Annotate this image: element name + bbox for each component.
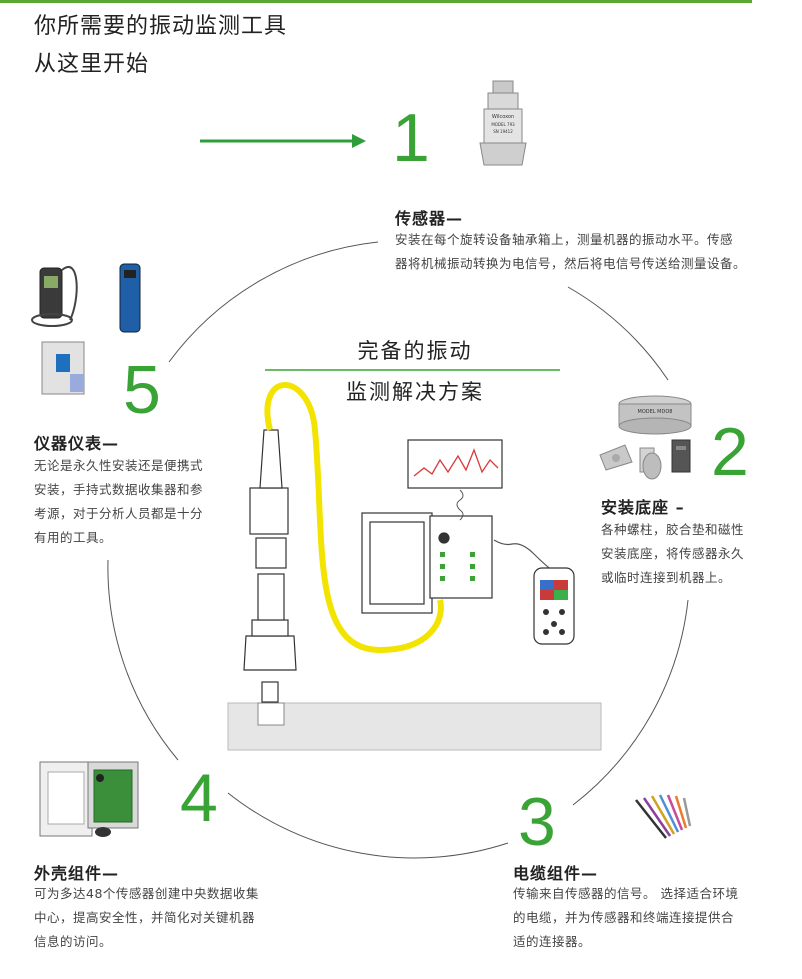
step-1-title: 传感器— bbox=[395, 209, 464, 228]
step-3-desc-line: 的电缆，并为传感器和终端连接提供合 bbox=[513, 910, 735, 925]
step-1-desc-line: 安装在每个旋转设备轴承箱上，测量机器的振动水平。传感 bbox=[395, 232, 734, 247]
step-5-desc-line: 无论是永久性安装还是便携式 bbox=[34, 458, 204, 473]
sensor-serial-text: SN 19412 bbox=[493, 129, 513, 134]
step-3-title: 电缆组件— bbox=[513, 864, 599, 883]
sensor-model-text: MODEL 793 bbox=[491, 122, 515, 127]
center-title-line-1: 完备的振动 bbox=[357, 339, 473, 363]
circle-arc-top-right bbox=[567, 286, 669, 381]
machine-surface bbox=[227, 702, 602, 751]
sensor-product-image: Wilcoxon MODEL 793 SN 19412 bbox=[479, 80, 527, 166]
step-4-title: 外壳组件— bbox=[34, 864, 120, 883]
step-2-desc-line: 或临时连接到机器上。 bbox=[601, 570, 732, 585]
center-enclosure-drawing bbox=[361, 512, 493, 614]
headline-line-1: 你所需要的振动监测工具 bbox=[34, 14, 288, 39]
mounting-base-image: MODEL MDO8 bbox=[599, 395, 692, 480]
step-5-desc-line: 安装，手持式数据收集器和参 bbox=[34, 482, 204, 497]
step-3-description: 传输来自传感器的信号。 选择适合环境 的电缆，并为传感器和终端连接提供合 适的连… bbox=[513, 882, 783, 954]
circle-arc-right bbox=[572, 599, 689, 806]
step-4-desc-line: 可为多达48个传感器创建中央数据收集 bbox=[34, 886, 259, 901]
headline-line-2: 从这里开始 bbox=[34, 52, 150, 77]
arrow-head bbox=[352, 134, 366, 148]
step-2-description: 各种螺柱，胶合垫和磁性 安装底座，将传感器永久 或临时连接到机器上。 bbox=[601, 518, 781, 590]
step-2-desc-line: 各种螺柱，胶合垫和磁性 bbox=[601, 522, 745, 537]
step-1-number: 1 bbox=[392, 100, 430, 176]
exploded-sensor-drawing bbox=[243, 429, 297, 703]
step-1-desc-line: 器将机械振动转换为电信号，然后将电信号传送给测量设备。 bbox=[395, 256, 747, 271]
step-1-description: 安装在每个旋转设备轴承箱上，测量机器的振动水平。传感 器将机械振动转换为电信号，… bbox=[395, 228, 775, 276]
top-accent-line bbox=[0, 0, 752, 3]
waveform-monitor-drawing bbox=[407, 439, 503, 521]
instruments-image bbox=[31, 263, 141, 395]
sensor-brand-text: Wilcoxon bbox=[492, 114, 514, 120]
step-5-desc-line: 有用的工具。 bbox=[34, 530, 113, 545]
step-5-number: 5 bbox=[123, 352, 161, 428]
step-2-title: 安装底座 – bbox=[601, 498, 685, 517]
step-3-desc-line: 适的连接器。 bbox=[513, 934, 592, 949]
center-title-line-2: 监测解决方案 bbox=[346, 380, 484, 404]
step-3-desc-line: 传输来自传感器的信号。 选择适合环境 bbox=[513, 886, 739, 901]
step-4-desc-line: 中心，提高安全性，并简化对关键机器 bbox=[34, 910, 256, 925]
step-5-title: 仪器仪表— bbox=[34, 434, 120, 453]
step-5-description: 无论是永久性安装还是便携式 安装，手持式数据收集器和参 考源，对于分析人员都是十… bbox=[34, 454, 234, 550]
circle-arc-left bbox=[107, 559, 179, 761]
circle-arc-bottom bbox=[227, 792, 509, 859]
cable-assemblies-image bbox=[635, 794, 692, 839]
handheld-device-drawing bbox=[493, 539, 575, 645]
circle-arc-top-left bbox=[168, 241, 379, 363]
step-4-description: 可为多达48个传感器创建中央数据收集 中心，提高安全性，并简化对关键机器 信息的… bbox=[34, 882, 304, 954]
step-5-desc-line: 考源，对于分析人员都是十分 bbox=[34, 506, 204, 521]
mounting-base-label-text: MODEL MDO8 bbox=[638, 409, 673, 415]
step-4-number: 4 bbox=[180, 760, 218, 836]
step-4-desc-line: 信息的访问。 bbox=[34, 934, 113, 949]
enclosure-image bbox=[39, 761, 139, 837]
step-2-number: 2 bbox=[711, 414, 749, 490]
step-2-desc-line: 安装底座，将传感器永久 bbox=[601, 546, 745, 561]
step-3-number: 3 bbox=[518, 784, 556, 860]
yellow-cable bbox=[264, 382, 444, 654]
